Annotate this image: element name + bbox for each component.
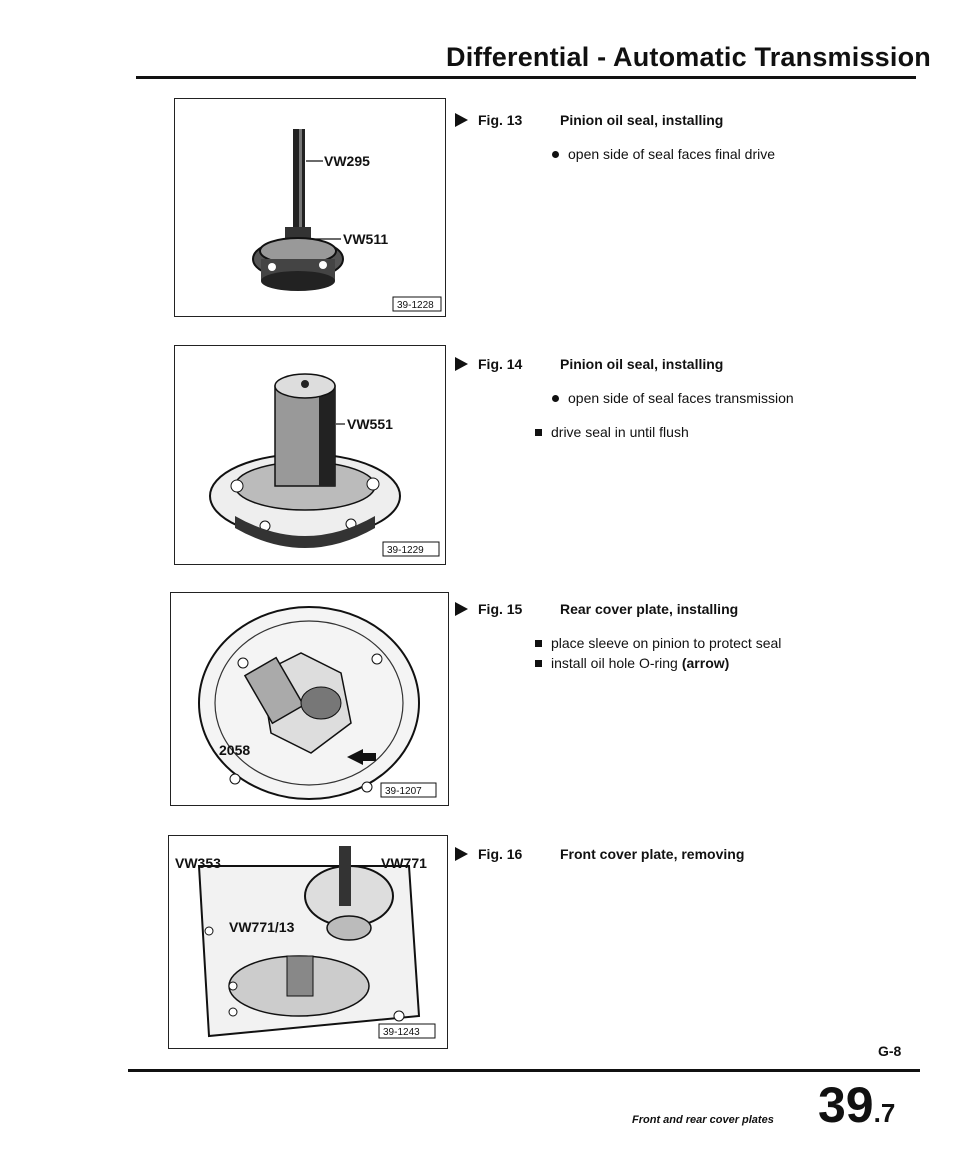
figure-title: Pinion oil seal, installing (560, 112, 724, 128)
bullet-square-icon (535, 428, 542, 436)
callout-vw353: VW353 (175, 855, 221, 871)
list-item-text: install oil hole O-ring (551, 655, 678, 671)
callout-vw295: VW295 (324, 153, 370, 169)
figure-number: Fig. 14 (478, 356, 523, 372)
list-item: install oil hole O-ring (arrow) (535, 655, 781, 671)
list-item-emphasis: (arrow) (681, 655, 730, 671)
list-item-text: open side of seal faces transmission (568, 390, 794, 406)
callout-vw771-13: VW771/13 (229, 919, 295, 935)
page-number-major: 39 (818, 1077, 874, 1133)
figure-16-image: VW353 VW771 VW771/13 39-1243 (168, 835, 448, 1049)
list-item-text: drive seal in until flush (551, 424, 689, 440)
bullet-square-icon (535, 639, 542, 647)
figure-14-caption: Fig. 14 Pinion oil seal, installing open… (455, 356, 794, 440)
figure-16-caption: Fig. 16 Front cover plate, removing (455, 846, 744, 862)
figure-number: Fig. 15 (478, 601, 523, 617)
callout-vw771: VW771 (381, 855, 427, 871)
footer-caption: Front and rear cover plates (632, 1114, 774, 1126)
header-divider (136, 76, 916, 79)
figure-title: Front cover plate, removing (560, 846, 745, 862)
figure-heading: Fig. 15 Rear cover plate, installing (455, 601, 781, 617)
figure-heading: Fig. 13 Pinion oil seal, installing (455, 112, 775, 128)
figure-heading: Fig. 16 Front cover plate, removing (455, 846, 744, 862)
figure-15-image: 2058 39-1207 (170, 592, 449, 806)
bullet-square-icon (535, 659, 542, 667)
figure-15-caption: Fig. 15 Rear cover plate, installing pla… (455, 601, 781, 671)
list-item-text: place sleeve on pinion to protect seal (551, 635, 782, 651)
page-number: 39.7 (818, 1080, 895, 1130)
figure-tag: 39-1207 (385, 786, 422, 797)
arrow-right-icon (455, 113, 468, 127)
callout-vw511: VW511 (343, 231, 388, 247)
figure-heading: Fig. 14 Pinion oil seal, installing (455, 356, 794, 372)
figure-number: Fig. 16 (478, 846, 523, 862)
figure-tag: 39-1243 (383, 1027, 420, 1038)
page-number-minor: .7 (873, 1098, 896, 1128)
figure-13-caption: Fig. 13 Pinion oil seal, installing open… (455, 112, 775, 162)
arrow-right-icon (455, 357, 468, 371)
footer-divider (128, 1069, 920, 1072)
list-item: open side of seal faces transmission (552, 390, 794, 406)
page-title: Differential - Automatic Transmission (446, 42, 931, 72)
callout-2058: 2058 (219, 742, 250, 758)
figure-title: Pinion oil seal, installing (560, 356, 724, 372)
figure-title: Rear cover plate, installing (560, 601, 739, 617)
figure-tag: 39-1228 (397, 300, 434, 311)
arrow-right-icon (455, 847, 468, 861)
figure-14-image: VW551 39-1229 (174, 345, 446, 565)
figure-number: Fig. 13 (478, 112, 523, 128)
section-code: G-8 (878, 1043, 902, 1059)
list-item: drive seal in until flush (535, 424, 794, 440)
figure-13-image: VW295 VW511 39-1228 (174, 98, 446, 317)
list-item: open side of seal faces final drive (552, 146, 775, 162)
bullet-dot-icon (552, 150, 559, 158)
bullet-dot-icon (552, 394, 559, 402)
arrow-right-icon (455, 602, 468, 616)
callout-vw551: VW551 (347, 416, 393, 432)
figure-tag: 39-1229 (387, 545, 424, 556)
list-item-text: open side of seal faces final drive (568, 146, 776, 162)
list-item: place sleeve on pinion to protect seal (535, 635, 781, 651)
